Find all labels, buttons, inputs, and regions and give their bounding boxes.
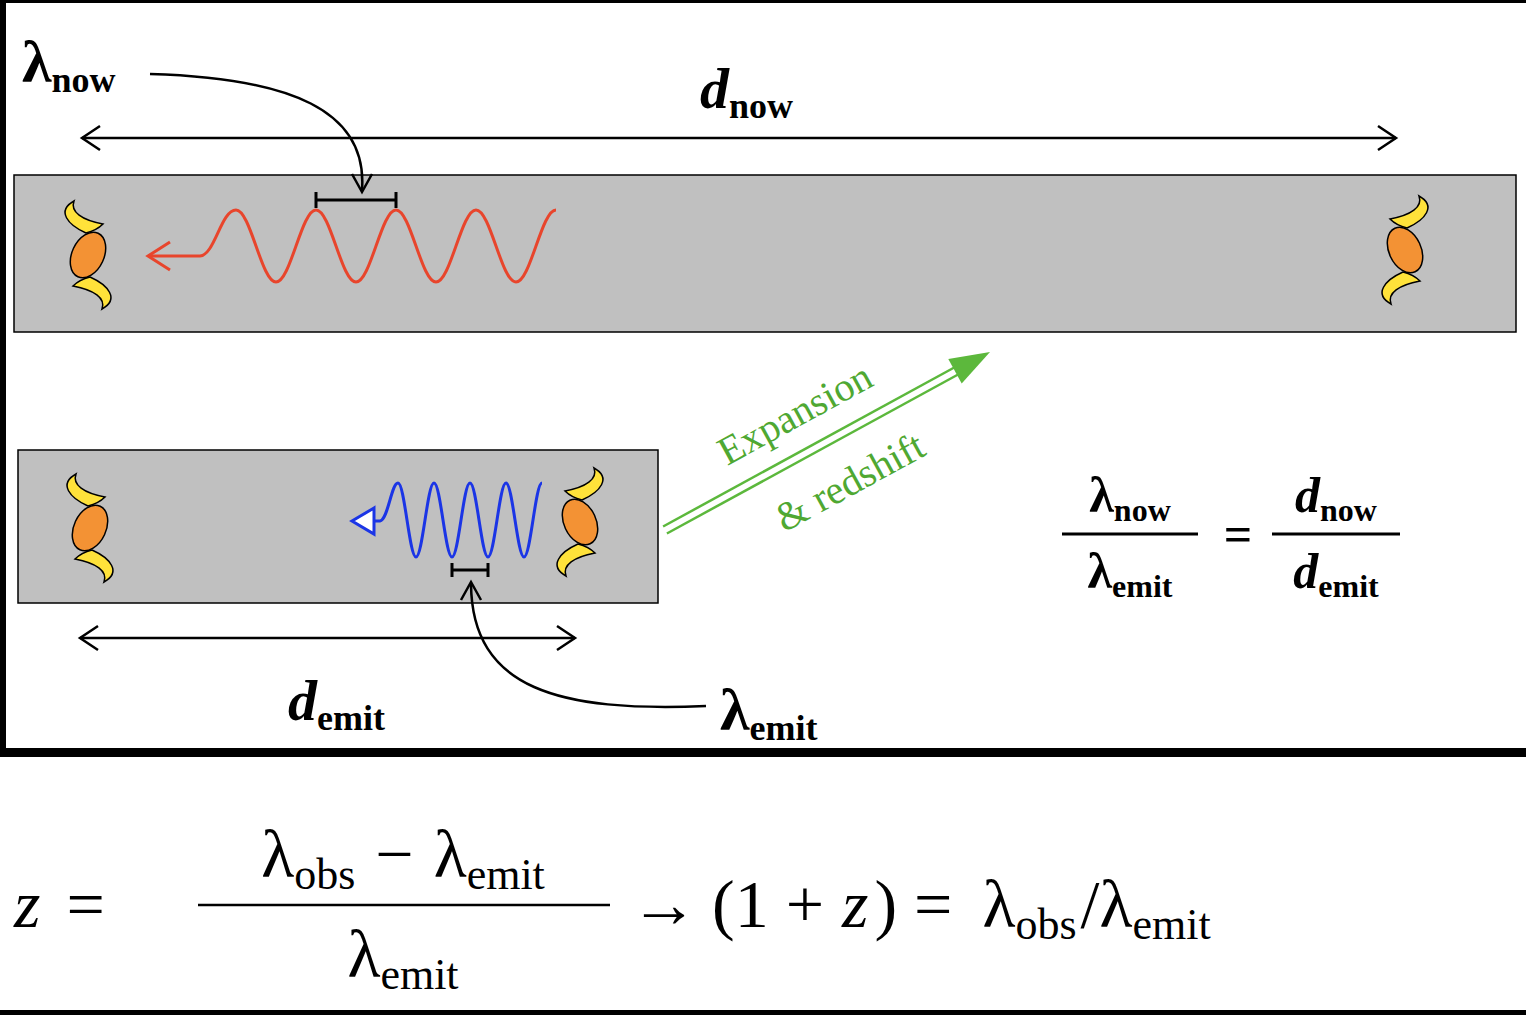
label-text: / [1081,870,1100,938]
label-group: λnow [1089,470,1170,520]
label-group: demit [288,672,385,730]
fraction-bar [198,904,610,907]
label-group: (1 +z) =λobs/λemit [712,870,1211,938]
distance-arrow [82,126,1396,150]
label-group: demit [1293,546,1378,596]
label-text: → [630,870,698,938]
subscript-text: now [1320,494,1377,526]
subscript-text: obs [294,853,355,897]
distance-arrow [80,626,575,650]
label-group: λemit [720,680,817,740]
label-text: z [842,870,868,938]
label-text: ) = [874,870,952,938]
label-text: λ [434,820,467,888]
label-group: λnow [22,32,116,92]
label-text: λ [261,820,294,888]
universe-now-band [14,175,1516,332]
label-group: λobs−λemit [261,820,545,888]
label-text: z [14,870,40,938]
label-text: = [66,870,104,938]
label-text: d [1295,470,1320,520]
label-text: Expansion [711,356,878,472]
galaxy [65,474,114,582]
top-ground [6,3,1526,748]
label-group: → [630,870,698,938]
leader-arrowhead [461,582,481,600]
label-text: = [1224,509,1253,559]
label-group: λemit [347,920,458,988]
label-group: dnow [700,60,793,118]
label-group: λemit [1088,546,1173,596]
label-group: z= [14,870,105,938]
label-text: & redshift [769,425,931,539]
universe-emit-band [18,450,658,603]
label-text: λ [1099,870,1132,938]
leader-curve [471,584,706,707]
subscript-text: now [51,62,115,98]
label-text: − [375,820,413,888]
label-text: (1 + [712,870,824,938]
label-text: λ [22,32,51,92]
subscript-text: emit [467,853,545,897]
fraction-bar [1272,533,1400,536]
wavelength-bracket [316,192,396,208]
label-text: d [1293,546,1318,596]
galaxy [555,468,604,576]
subscript-text: now [729,88,793,124]
subscript-text: now [1114,494,1171,526]
leader-arrowhead [352,174,372,192]
subscript-text: emit [317,700,385,736]
subscript-text: emit [380,953,458,997]
label-text: λ [347,920,380,988]
subscript-text: obs [1015,903,1076,947]
wave-arrowhead [148,242,170,270]
label-group: Expansion [711,356,878,472]
leader-curve [150,74,362,190]
label-text: d [700,60,729,118]
formula-ground [0,757,1526,1010]
wavelength-bracket [452,563,488,577]
label-text: d [288,672,317,730]
label-group: = [1224,509,1253,559]
label-text: λ [720,680,749,740]
redshifted-wave [150,210,556,282]
galaxy [63,201,112,309]
subscript-text: emit [1318,570,1378,602]
subscript-text: emit [1132,903,1210,947]
emitted-wave [358,483,542,557]
label-group: & redshift [769,425,931,539]
wave-arrowhead [352,508,374,534]
label-text: λ [1089,470,1114,520]
label-text: λ [1088,546,1113,596]
galaxy [1380,196,1429,304]
label-text: λ [982,870,1015,938]
fraction-bar [1062,533,1198,536]
label-group: dnow [1295,470,1377,520]
subscript-text: emit [1112,570,1172,602]
subscript-text: emit [749,710,817,746]
